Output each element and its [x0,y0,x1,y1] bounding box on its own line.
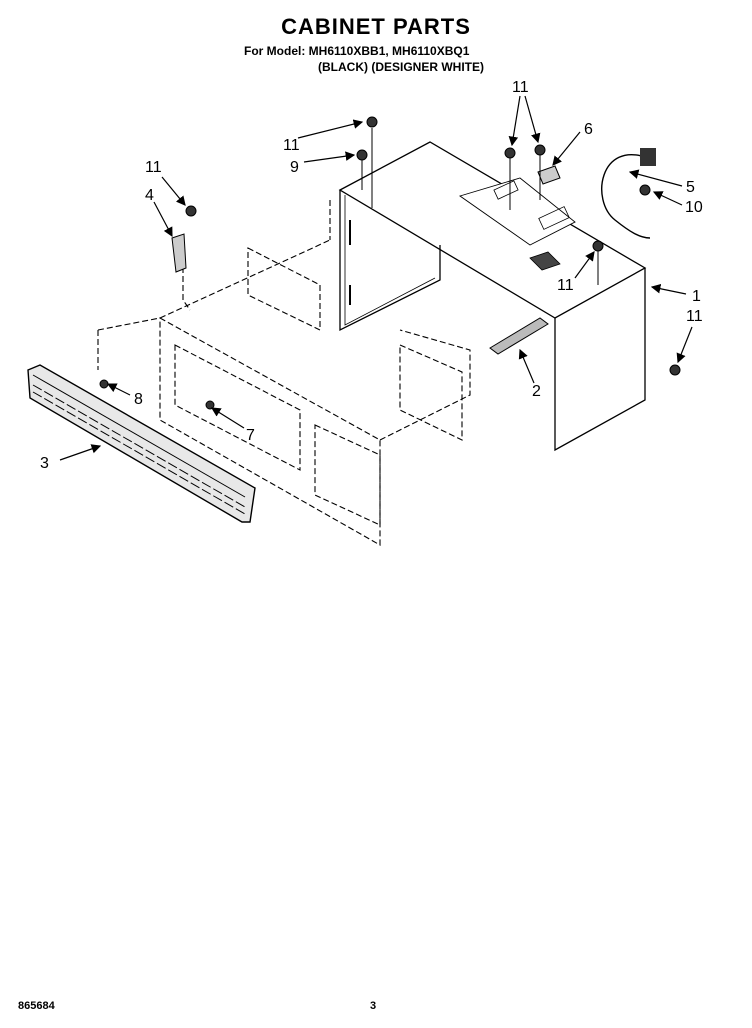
plug [640,148,656,166]
callout-7: 7 [246,427,255,444]
power-cord [601,154,651,239]
callout-3: 3 [40,455,49,472]
hinge-plate [489,317,549,355]
callout-6: 6 [584,121,593,138]
vent-grille [27,364,256,523]
outer-cabinet [338,141,647,452]
callout-10: 10 [685,199,703,216]
callout-11: 11 [145,159,162,176]
callout-11: 11 [512,79,529,96]
leader-arrows [59,95,693,461]
doc-number: 865684 [18,1000,55,1012]
callout-5: 5 [686,179,695,196]
screws [99,116,681,410]
callout-2: 2 [532,383,541,400]
bracket [171,233,187,273]
model-line: For Model: MH6110XBB1, MH6110XBQ1 [244,44,470,58]
page-number: 3 [370,1000,377,1012]
page-title: CABINET PARTS [281,14,471,39]
callout-8: 8 [134,391,143,408]
top-bracket [537,165,561,185]
callout-1: 1 [692,288,701,305]
callout-11: 11 [283,137,300,154]
inner-frame [97,200,471,546]
callout-11: 11 [557,277,574,294]
callout-4: 4 [145,187,154,204]
callout-9: 9 [290,159,299,176]
variant-line: (BLACK) (DESIGNER WHITE) [318,60,484,74]
callout-11: 11 [686,308,703,325]
